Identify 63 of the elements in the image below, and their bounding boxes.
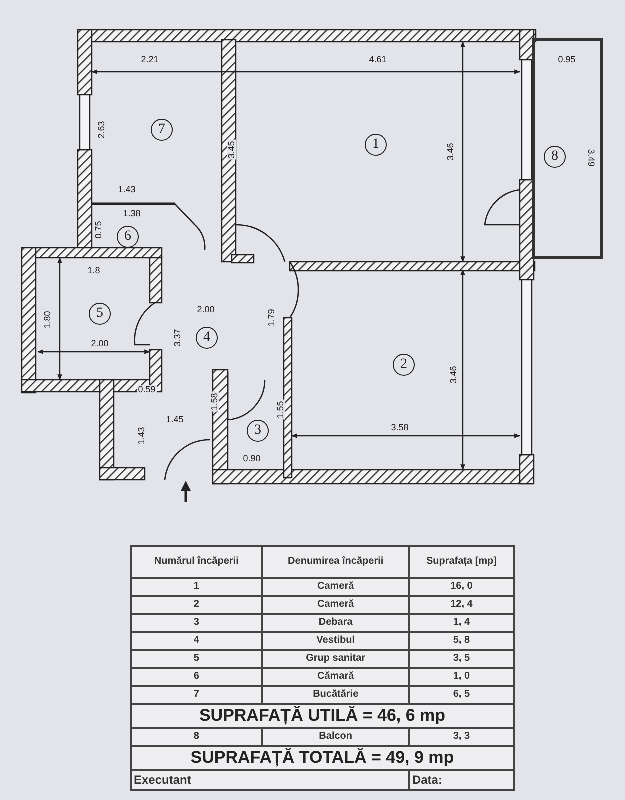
table-cell: SUPRAFAȚĂ TOTALĂ = 49, 9 mp (131, 746, 514, 770)
dimension-label: 2.21 (140, 56, 160, 64)
dimension-label: 1.55 (276, 400, 286, 420)
room-number: 3 (247, 420, 269, 442)
table-cell: 6 (131, 668, 262, 686)
room-number: 8 (544, 146, 566, 168)
room-number: 7 (151, 119, 173, 141)
table-cell: 8 (131, 728, 262, 746)
dimension-label: 0.59 (137, 386, 157, 394)
room-number: 5 (89, 303, 111, 325)
table-cell: 7 (131, 686, 262, 704)
table-cell: 16, 0 (409, 578, 514, 596)
dimension-label: 1.45 (165, 416, 185, 424)
dimension-label: 1.38 (122, 210, 142, 218)
table-cell: Grup sanitar (262, 650, 410, 668)
dimension-label: 3.46 (450, 365, 458, 385)
dimension-label: 1.43 (117, 186, 137, 194)
table-cell: Numărul încăperii (131, 546, 262, 578)
dimension-label: 3.49 (586, 148, 596, 168)
table-cell: Vestibul (262, 632, 410, 650)
table-cell: 5, 8 (409, 632, 514, 650)
dimension-label: 1.58 (210, 392, 220, 412)
table-cell: Denumirea încăperii (262, 546, 410, 578)
table-cell: Executant (131, 770, 410, 790)
dimension-label: 3.37 (174, 328, 182, 348)
room-number: 6 (117, 226, 139, 248)
table-cell: 6, 5 (409, 686, 514, 704)
table-cell: 1 (131, 578, 262, 596)
dimension-label: 1.79 (268, 308, 276, 328)
table-cell: Cămară (262, 668, 410, 686)
dimension-label: 1.8 (86, 266, 102, 276)
table-cell: Data: (409, 770, 514, 790)
dimension-label: 0.90 (242, 454, 262, 464)
dimension-label: 2.00 (90, 340, 110, 348)
room-number: 1 (365, 134, 387, 156)
table-cell: Cameră (262, 578, 410, 596)
table-cell: Cameră (262, 596, 410, 614)
table-cell: 1, 0 (409, 668, 514, 686)
table-cell: 3, 3 (409, 728, 514, 746)
dimension-label: 3.45 (228, 140, 236, 160)
table-cell: 3, 5 (409, 650, 514, 668)
room-number: 4 (196, 327, 218, 349)
dimension-label: 3.58 (390, 424, 410, 432)
room-number: 2 (393, 354, 415, 376)
table-cell: Balcon (262, 728, 410, 746)
table-cell: Debara (262, 614, 410, 632)
table-cell: 3 (131, 614, 262, 632)
dimension-label: 1.80 (44, 310, 52, 330)
table-cell: SUPRAFAȚĂ UTILĂ = 46, 6 mp (131, 704, 514, 728)
table-cell: 1, 4 (409, 614, 514, 632)
dimension-label: 4.61 (368, 56, 388, 64)
table-cell: 5 (131, 650, 262, 668)
table-cell: 2 (131, 596, 262, 614)
dimension-label: 2.00 (196, 306, 216, 314)
table-cell: Suprafața [mp] (409, 546, 514, 578)
dimension-label: 0.95 (557, 56, 577, 64)
dimension-label: 2.63 (98, 120, 106, 140)
dimension-label: 1.43 (138, 426, 146, 446)
dimension-label: 3.46 (446, 142, 456, 162)
table-cell: 4 (131, 632, 262, 650)
table-cell: Bucătărie (262, 686, 410, 704)
table-cell: 12, 4 (409, 596, 514, 614)
dimension-label: 0.75 (94, 220, 104, 240)
